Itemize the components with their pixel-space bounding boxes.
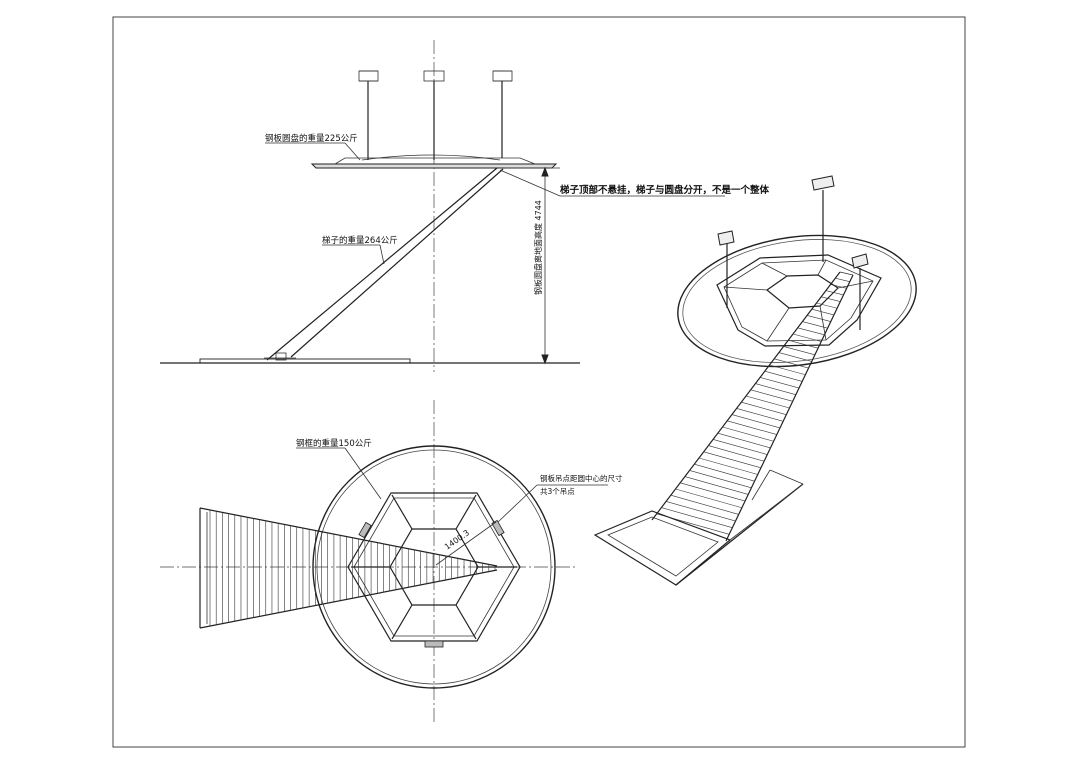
iso-ladder-rung: [807, 315, 831, 322]
iso-outer-hexagon-frame: [716, 254, 882, 347]
radius-dimension-line: [435, 521, 497, 566]
frame-weight-label: 钢框的重量150公斤: [296, 438, 372, 449]
iso-ladder-rung: [825, 290, 844, 296]
top-note-label: 梯子顶部不悬挂，梯子与圆盘分开，不是一个整体: [560, 184, 770, 196]
iso-ladder-rung: [713, 439, 768, 455]
iso-ladder-rung: [736, 408, 784, 422]
disc-weight-leader-2: [344, 142, 361, 161]
isometric-view: [593, 175, 917, 586]
iso-ladder-rung: [741, 401, 787, 415]
iso-ladder-rung: [684, 476, 749, 495]
hanger-note-leader-2: [497, 484, 538, 523]
iso-ground-plate: [593, 469, 804, 586]
plan-disc-outer: [312, 445, 556, 689]
iso-ladder-rung: [670, 494, 739, 515]
height-dimension-label: 钢板圆盘离地面高度 4744: [533, 200, 543, 295]
disc-weight-label: 钢板圆盘的重量225公斤: [265, 133, 358, 144]
iso-hanger-right: [851, 253, 869, 330]
iso-inner-hexagon: [766, 274, 839, 309]
iso-ladder-rung: [727, 420, 777, 435]
iso-ladder-rung: [731, 414, 781, 429]
iso-ladder-rung: [694, 463, 755, 482]
iso-disc-inner: [682, 239, 912, 363]
plan-ladder-rungs: [209, 509, 496, 627]
iso-disc-outer: [677, 234, 917, 368]
hanger-rod-center: [423, 70, 445, 160]
plan-hanger-point-1: [358, 521, 372, 539]
plan-outer-hexagon-frame: [347, 492, 521, 642]
iso-ladder-rung: [778, 352, 812, 362]
iso-ladder-rung: [802, 321, 828, 329]
iso-ladder-rung: [680, 482, 746, 502]
iso-ladder-rungs: [656, 277, 850, 535]
ground-plate: [199, 358, 411, 364]
hanger-rod-right: [492, 70, 513, 158]
iso-ladder-rung: [769, 364, 806, 376]
iso-ladder-rung: [760, 377, 800, 389]
iso-ladder-rung: [811, 308, 835, 316]
ladder-weight-label: 梯子的重量264公斤: [322, 235, 398, 246]
iso-ladder-rung: [821, 296, 841, 302]
note-leader: [499, 169, 561, 197]
side-elevation-view: 钢板圆盘的重量225公斤 梯子的重量264公斤 梯子顶部不悬挂，梯子与圆盘分开，…: [160, 40, 770, 372]
hanger-note-line2: 共3个吊点: [540, 487, 575, 496]
iso-ladder-rung: [661, 507, 733, 528]
plan-disc-inner: [316, 449, 552, 685]
iso-hanger-left: [717, 230, 735, 308]
hanger-note-line1: 钢板吊点距圆中心的尺寸: [540, 473, 623, 483]
iso-ladder-rung: [745, 395, 790, 409]
hanger-rod-left: [358, 70, 379, 160]
plan-hanger-point-2: [491, 519, 505, 537]
iso-ladder-rung: [675, 488, 742, 509]
iso-ladder-rung: [764, 370, 803, 382]
height-dimension: [505, 166, 560, 365]
iso-ladder: [651, 271, 854, 542]
iso-ladder-rung: [792, 333, 822, 342]
iso-ladder-rung: [830, 284, 847, 289]
iso-ladder-rung: [816, 302, 838, 309]
plan-view: 1400.3 钢框的重量150公斤 钢板吊点距圆中心的尺寸 共3个吊点: [160, 400, 623, 725]
iso-ladder-rung: [698, 457, 758, 475]
iso-ladder-rung: [666, 501, 736, 522]
iso-ladder-rung: [750, 389, 793, 402]
iso-ladder-rung: [835, 277, 850, 282]
iso-ladder-rung: [797, 327, 825, 336]
iso-ladder-rung: [788, 339, 819, 349]
iso-ladder-rung: [774, 358, 809, 369]
iso-hanger-top: [811, 175, 835, 262]
iso-ladder-rung: [717, 432, 771, 449]
iso-outer-hexagon-frame-inner: [723, 259, 874, 342]
ladder-weight-leader-2: [379, 244, 385, 265]
drawing-border: [112, 16, 966, 748]
plan-hanger-point-3: [424, 640, 444, 648]
iso-ladder-rung: [722, 426, 774, 442]
frame-weight-leader-2: [344, 447, 382, 500]
iso-ladder-rung: [755, 383, 796, 395]
iso-ladder-rung: [703, 451, 762, 469]
iso-ladder-rung: [689, 470, 752, 489]
iso-ladder-rung: [708, 445, 765, 462]
iso-ladder-rung: [783, 346, 815, 356]
ladder-side: [264, 167, 504, 361]
